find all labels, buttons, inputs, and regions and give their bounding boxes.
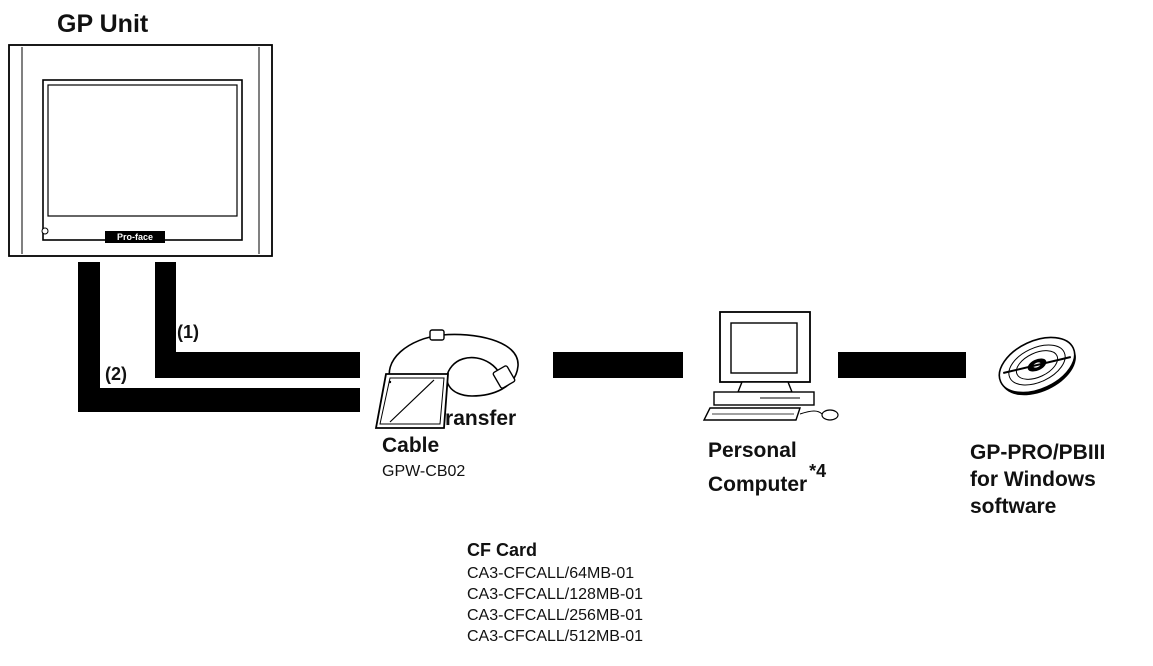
- cf-card-model: CA3-CFCALL/256MB-01: [467, 607, 644, 624]
- gp-unit-title: GP Unit: [57, 10, 149, 38]
- cf-card-model: CA3-CFCALL/64MB-01: [467, 565, 635, 582]
- connector-line-2-horizontal: [78, 388, 360, 412]
- cable-model: GPW-CB02: [382, 463, 466, 480]
- computer-icon: [702, 311, 839, 421]
- software-line3: software: [970, 495, 1057, 518]
- software-title: GP-PRO/PBIII for Windows software: [970, 439, 1105, 520]
- computer-title: Personal Computer*4: [708, 437, 826, 498]
- gp-unit-device: [8, 44, 273, 257]
- cf-card-model: CA3-CFCALL/512MB-01: [467, 628, 644, 645]
- pro-face-logo: Pro-face: [116, 232, 153, 242]
- cable-to-computer-line: [553, 352, 683, 378]
- path-2-label: (2): [105, 364, 127, 384]
- connector-line-2-vertical: [78, 262, 100, 412]
- path-1-label: (1): [177, 322, 199, 342]
- software-line1: GP-PRO/PBIII: [970, 441, 1106, 464]
- connector-line-1-horizontal: [155, 352, 360, 378]
- computer-footnote: *4: [809, 461, 827, 481]
- cf-card-title: CF Card: [467, 540, 538, 560]
- cable-title-line2: Cable: [382, 434, 440, 457]
- cd-icon: [998, 336, 1076, 396]
- software-line2: for Windows: [970, 468, 1096, 491]
- computer-title-line1: Personal: [708, 439, 797, 462]
- cf-card-icon: [374, 373, 449, 429]
- cf-card-models: CA3-CFCALL/64MB-01 CA3-CFCALL/128MB-01 C…: [467, 563, 643, 647]
- connector-line-1-vertical: [155, 262, 176, 378]
- computer-to-software-line: [838, 352, 966, 378]
- computer-title-line2: Computer: [708, 473, 808, 496]
- cf-card-model: CA3-CFCALL/128MB-01: [467, 586, 644, 603]
